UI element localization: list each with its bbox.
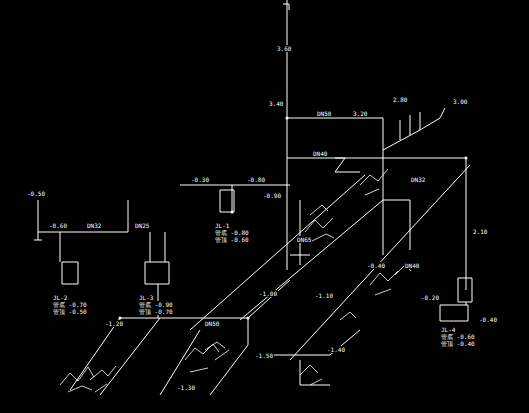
- dimension-label: 3.20: [352, 110, 368, 117]
- dimension-label: JL-3: [138, 294, 154, 301]
- dimension-label: 管底 -0.70: [52, 301, 88, 308]
- dimension-label: -0.20: [420, 294, 440, 301]
- dimension-label: -0.50: [26, 190, 46, 197]
- dimension-label: JL-4: [440, 326, 456, 333]
- dimension-label: DN32: [86, 222, 102, 229]
- dimension-label: -1.20: [104, 320, 124, 327]
- dimension-label: -0.40: [478, 316, 498, 323]
- dimension-label: -0.60: [48, 222, 68, 229]
- dimension-label: DN50: [316, 110, 332, 117]
- dimension-label: 管底 -0.80: [214, 229, 250, 236]
- dimension-label: 3.40: [268, 100, 284, 107]
- dimension-label: DN40: [404, 262, 420, 269]
- dimension-label: DN50: [204, 320, 220, 327]
- dimension-label: 3.60: [276, 45, 292, 52]
- dimension-label: JL-1: [214, 222, 230, 229]
- dimension-label: 管底 -0.90: [138, 301, 174, 308]
- dimension-label: 3.00: [452, 98, 468, 105]
- dimension-label: 管顶 -0.40: [440, 340, 476, 347]
- dimension-label: -1.10: [314, 292, 334, 299]
- dimension-label: -0.30: [190, 176, 210, 183]
- dimension-label: -1.40: [326, 346, 346, 353]
- dimension-label: DN32: [410, 176, 426, 183]
- dimension-label: 管顶 -0.70: [138, 308, 174, 315]
- dimension-label: 管顶 -0.50: [52, 308, 88, 315]
- dimension-label: 管顶 -0.60: [214, 236, 250, 243]
- dimension-label: JL-2: [52, 294, 68, 301]
- dimension-label: 管底 -0.60: [440, 333, 476, 340]
- dimension-label: -0.90: [262, 192, 282, 199]
- dimension-label: DN65: [296, 236, 312, 243]
- dimension-label: -0.40: [366, 262, 386, 269]
- dimension-label: -1.00: [258, 290, 278, 297]
- dimension-label: 2.80: [392, 96, 408, 103]
- dimension-label: -0.80: [246, 176, 266, 183]
- dimension-label: -1.50: [254, 352, 274, 359]
- dimension-label: 2.10: [472, 228, 488, 235]
- dimension-label: DN40: [312, 150, 328, 157]
- dimension-label: -1.30: [176, 384, 196, 391]
- dimension-label: DN25: [134, 222, 150, 229]
